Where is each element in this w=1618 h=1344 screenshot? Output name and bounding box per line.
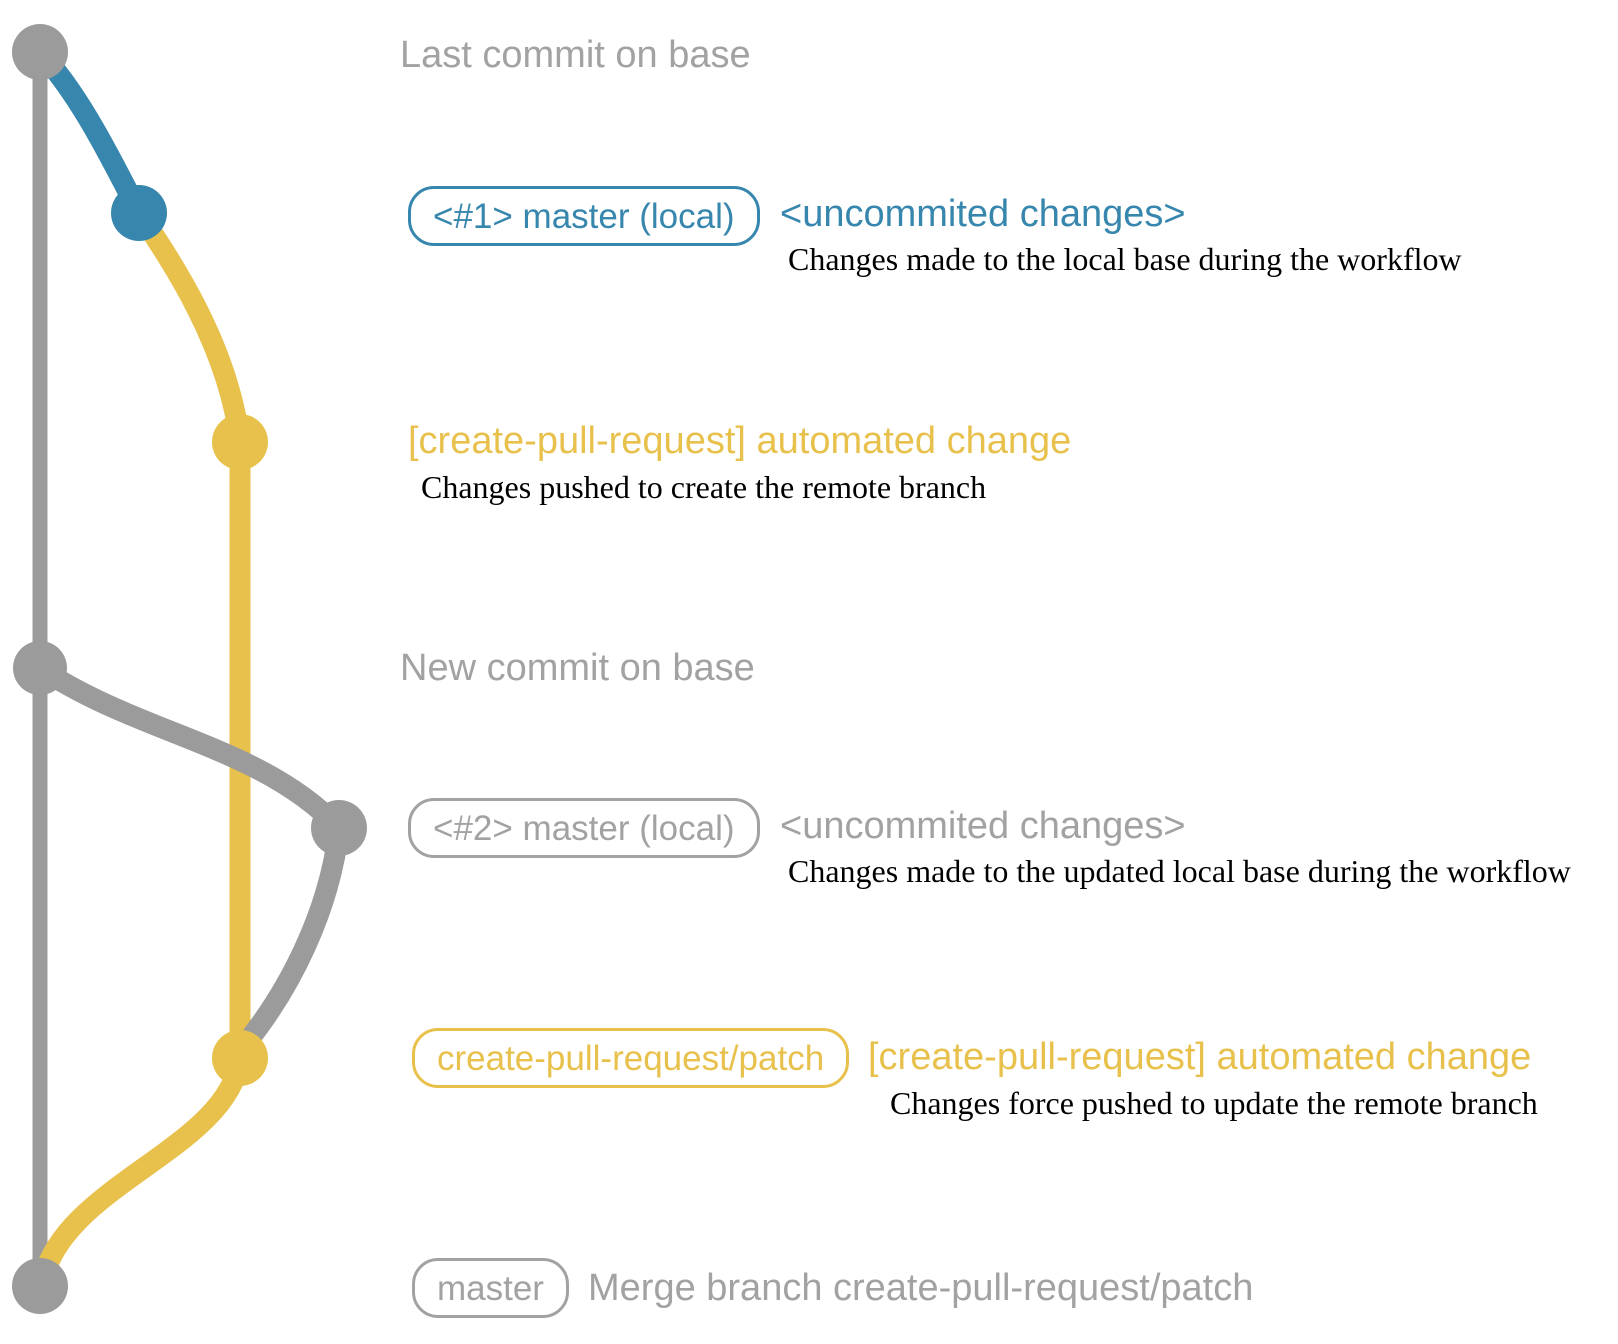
automated-change-label-2: [create-pull-request] automated change	[868, 1036, 1532, 1078]
automated-change-label-1: [create-pull-request] automated change	[408, 420, 1072, 462]
uncommitted-changes-desc-1: Changes made to the local base during th…	[788, 241, 1462, 277]
uncommitted-changes-desc-2: Changes made to the updated local base d…	[788, 853, 1571, 889]
automated-change-desc-1: Changes pushed to create the remote bran…	[421, 469, 987, 505]
uncommitted-changes-label-2: <uncommited changes>	[780, 805, 1186, 847]
automated-change-desc-2: Changes force pushed to update the remot…	[890, 1085, 1538, 1121]
uncommitted-changes-label-1: <uncommited changes>	[780, 193, 1186, 235]
commit-node-local-1	[111, 185, 167, 241]
commit-node-last-base	[12, 24, 68, 80]
merge-branch-label: Merge branch create-pull-request/patch	[588, 1267, 1254, 1309]
branch-badge-patch: create-pull-request/patch	[412, 1028, 850, 1088]
gray-branch-out-curve	[34, 659, 347, 836]
gray-branch-in-curve	[234, 826, 350, 1054]
branch-badge-local-2: <#2> master (local)	[408, 798, 760, 858]
branch-badge-local-1: <#1> master (local)	[408, 186, 760, 246]
blue-branch-curve	[32, 44, 149, 218]
new-commit-label: New commit on base	[400, 647, 755, 689]
branch-badge-master: master	[412, 1258, 569, 1318]
commit-node-merge	[12, 1258, 68, 1314]
commit-node-remote-1	[212, 414, 268, 470]
last-commit-label: Last commit on base	[400, 34, 751, 76]
commit-node-local-2	[311, 800, 367, 856]
commit-node-remote-2	[212, 1030, 268, 1086]
commit-node-new-base	[13, 641, 67, 695]
